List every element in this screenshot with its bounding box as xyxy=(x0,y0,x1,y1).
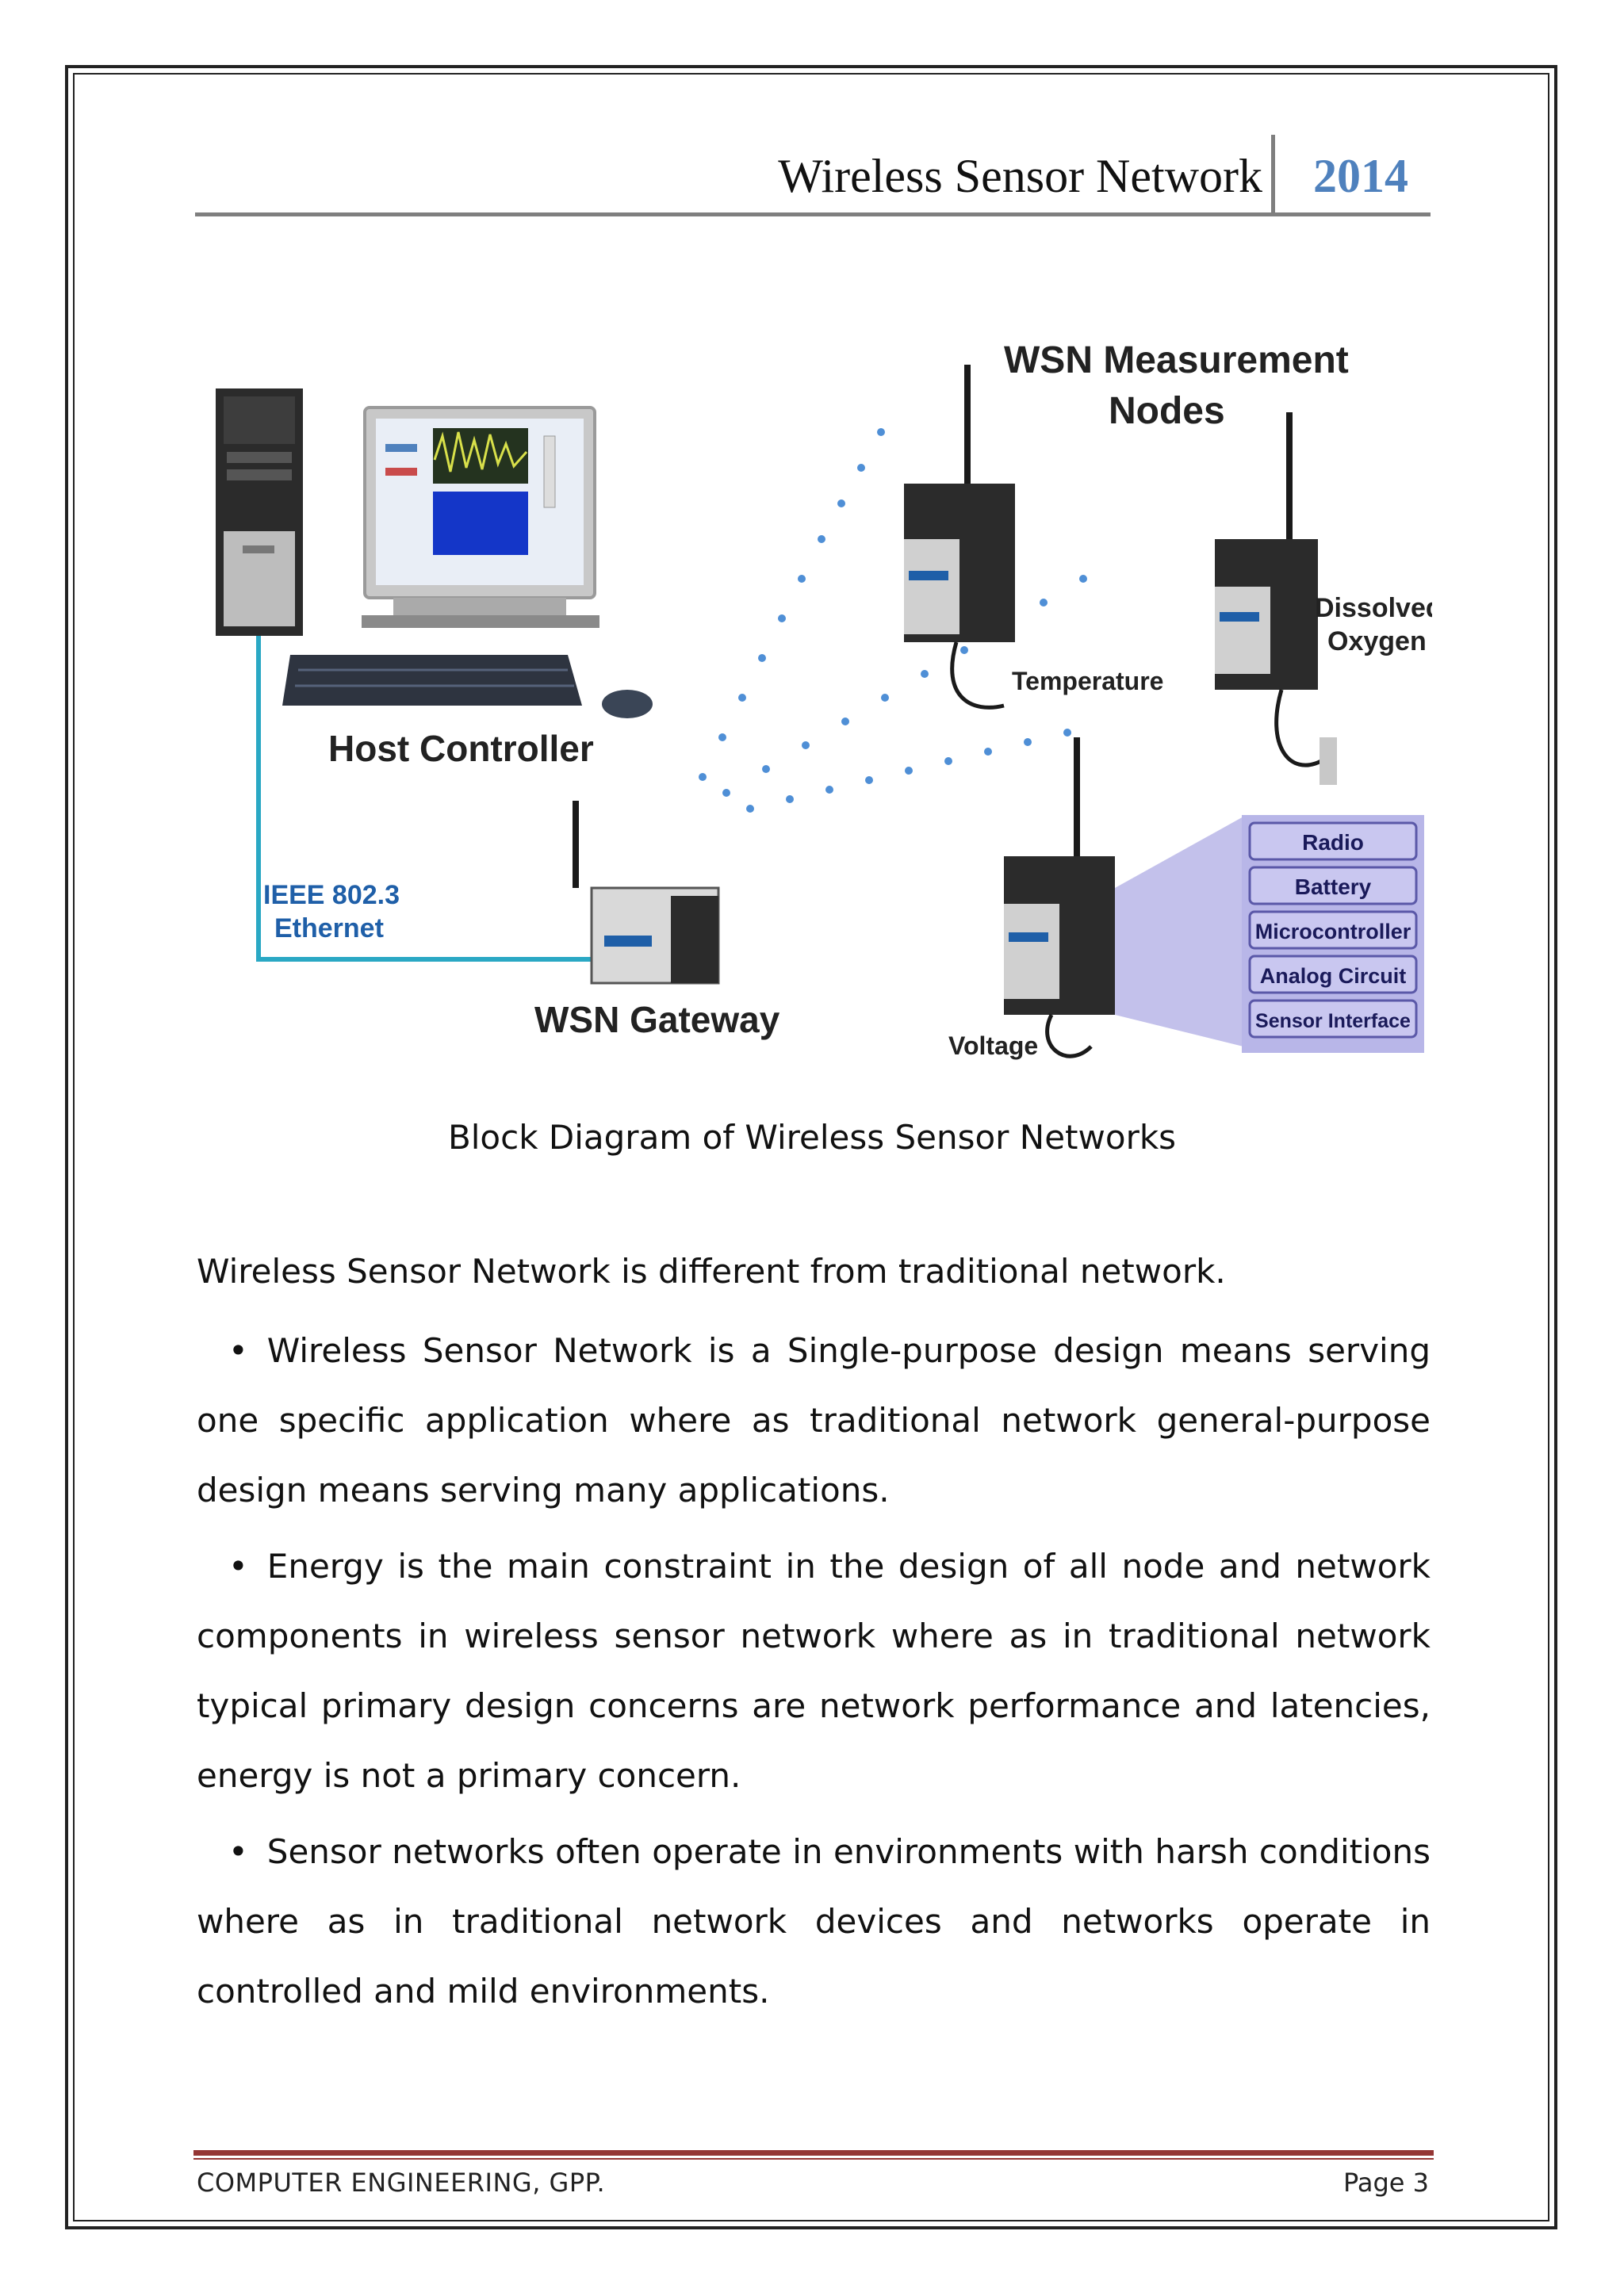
component-analog-circuit: Analog Circuit xyxy=(1260,964,1407,988)
component-box-radio xyxy=(1248,821,1418,861)
component-box-microcontroller xyxy=(1248,910,1418,950)
component-battery: Battery xyxy=(1295,874,1372,899)
measurement-nodes-label-line1: WSN Measurement xyxy=(1004,339,1349,381)
measurement-nodes-label-line2: Nodes xyxy=(1109,390,1225,432)
ethernet-label-line1: IEEE 802.3 xyxy=(263,880,400,910)
gateway-label: WSN Gateway xyxy=(534,999,780,1040)
list-item-text: Wireless Sensor Network is a Single-purp… xyxy=(197,1331,1431,1510)
pc-tower-icon xyxy=(216,388,303,636)
header-separator xyxy=(1271,135,1275,214)
component-box-analog-circuit xyxy=(1248,955,1418,994)
intro-paragraph: Wireless Sensor Network is different fro… xyxy=(197,1252,1226,1291)
figure-caption: Block Diagram of Wireless Sensor Network… xyxy=(447,1118,1177,1157)
ethernet-line xyxy=(256,634,623,962)
list-item: •Sensor networks often operate in enviro… xyxy=(197,1817,1431,2026)
signal-waves xyxy=(699,428,1087,813)
list-item-text: Sensor networks often operate in environ… xyxy=(197,1832,1431,2011)
wsn-block-diagram: Host Controller IEEE 802.3 Ethernet WSN … xyxy=(195,333,1432,1086)
list-item-text: Energy is the main constraint in the des… xyxy=(197,1547,1431,1795)
component-microcontroller: Microcontroller xyxy=(1255,920,1411,943)
host-controller-label: Host Controller xyxy=(328,728,594,769)
temperature-node-icon xyxy=(904,365,1015,710)
voltage-node-icon xyxy=(1004,737,1115,1058)
page-border-inner xyxy=(73,73,1549,2221)
component-projection xyxy=(1115,817,1243,1047)
bullet-icon: • xyxy=(228,1331,248,1370)
header-rule xyxy=(195,212,1431,216)
header-title: Wireless Sensor Network xyxy=(778,150,1262,202)
footer-rule-thin xyxy=(193,2158,1434,2160)
mouse-icon xyxy=(602,690,653,718)
dissolved-oxygen-label-line2: Oxygen xyxy=(1327,626,1427,656)
bullet-icon: • xyxy=(228,1832,248,1871)
dissolved-oxygen-label-line1: Dissolved xyxy=(1315,593,1432,623)
component-box-battery xyxy=(1248,866,1418,905)
bullet-icon: • xyxy=(228,1547,248,1586)
page-header: Wireless Sensor Network 2014 xyxy=(195,135,1431,217)
footer-page-number: Page 3 xyxy=(1343,2168,1429,2198)
header-year: 2014 xyxy=(1313,150,1408,202)
component-box-sensor-interface xyxy=(1248,999,1418,1039)
keyboard-icon xyxy=(282,655,582,706)
footer-department: COMPUTER ENGINEERING, GPP. xyxy=(197,2168,606,2198)
monitor-icon xyxy=(362,406,599,628)
temperature-label: Temperature xyxy=(1012,667,1163,695)
component-list: Radio Battery Microcontroller Analog Cir… xyxy=(1248,821,1418,1039)
list-item: •Energy is the main constraint in the de… xyxy=(197,1532,1431,1811)
list-item: •Wireless Sensor Network is a Single-pur… xyxy=(197,1316,1431,1525)
component-sensor-interface: Sensor Interface xyxy=(1255,1010,1411,1032)
page-border-outer xyxy=(65,65,1557,2229)
ethernet-label-line2: Ethernet xyxy=(274,913,384,943)
voltage-label: Voltage xyxy=(948,1031,1038,1060)
diagram-svg: Host Controller IEEE 802.3 Ethernet WSN … xyxy=(216,339,1432,1060)
component-radio: Radio xyxy=(1302,830,1364,855)
dissolved-oxygen-node-icon xyxy=(1215,412,1337,785)
wsn-gateway-icon xyxy=(573,801,720,985)
footer-rule xyxy=(193,2150,1434,2156)
comparison-list: •Wireless Sensor Network is a Single-pur… xyxy=(197,1316,1431,2033)
